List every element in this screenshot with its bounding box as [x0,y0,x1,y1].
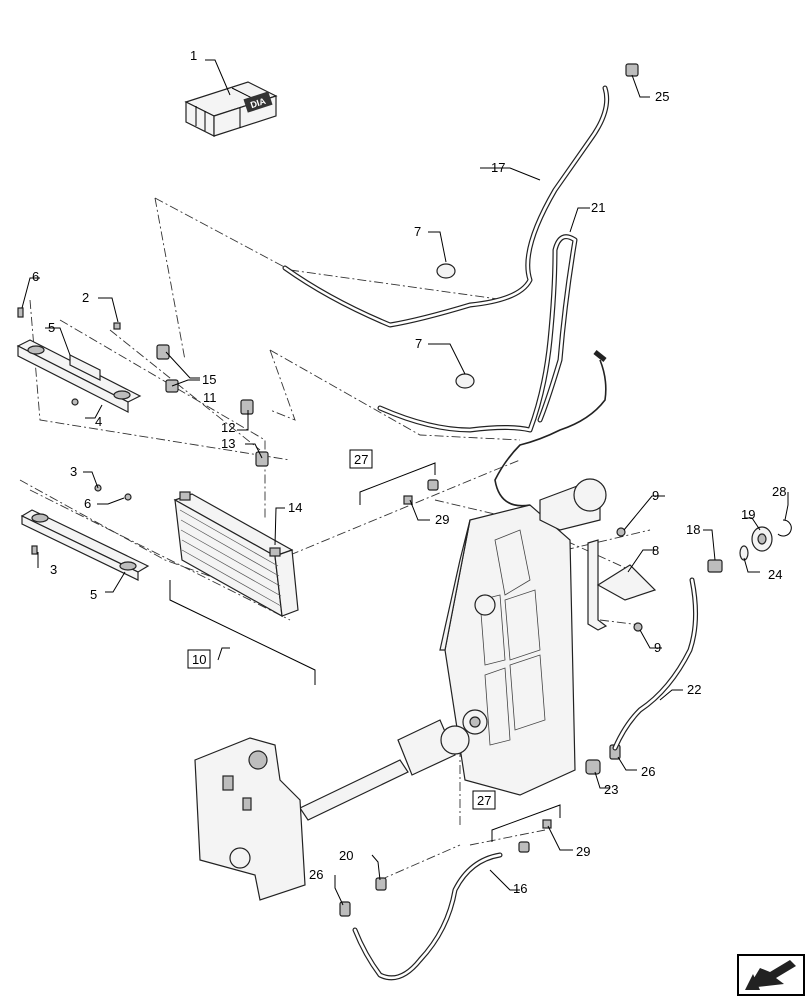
callout-c24: 24 [768,567,782,582]
fittings-cooler [156,344,269,467]
callout-c18: 18 [686,522,700,537]
bracket-plate-lower [20,509,150,581]
boxed-callout-27-lower: 27 [477,793,491,808]
callout-c29b: 29 [576,844,590,859]
callout-c7a: 7 [414,224,421,239]
callout-labels: 1233455667789911121314151617181920212223… [32,48,786,896]
callout-c9a: 9 [652,488,659,503]
callout-c8: 8 [652,543,659,558]
callout-c16: 16 [513,881,527,896]
callout-c19: 19 [741,507,755,522]
callout-c2: 2 [82,290,89,305]
callout-c13: 13 [221,436,235,451]
kit-crate-label: DIA [249,96,267,110]
callout-c25: 25 [655,89,669,104]
group-bracket-10 [169,580,316,685]
pto-shaft [299,478,607,821]
callout-c9b: 9 [654,640,661,655]
wire-harness [494,350,607,507]
boxed-callouts: 10 27 27 [187,449,496,810]
callout-c4: 4 [95,414,102,429]
callout-c6b: 6 [84,496,91,511]
alignment-lines [19,197,651,881]
callout-c14: 14 [288,500,302,515]
callout-c23: 23 [604,782,618,797]
callout-c26b: 26 [309,867,323,882]
kit-crate [184,81,278,137]
boxed-callout-10: 10 [192,652,206,667]
boxed-callout-27-upper: 27 [354,452,368,467]
callout-c15: 15 [202,372,216,387]
arrow-back-icon[interactable] [737,954,805,996]
callout-c1: 1 [190,48,197,63]
callout-c6a: 6 [32,269,39,284]
callout-c22: 22 [687,682,701,697]
leader-lines [21,59,789,906]
callout-c29a: 29 [435,512,449,527]
callout-c20: 20 [339,848,353,863]
support-bracket [587,539,657,631]
callout-c28: 28 [772,484,786,499]
callout-c3b: 3 [50,562,57,577]
callout-c5a: 5 [48,320,55,335]
bracket-plate-upper [16,339,142,413]
mounting-plate [194,737,306,901]
callout-c17: 17 [491,160,505,175]
hoses [282,85,699,981]
callout-c26a: 26 [641,764,655,779]
callout-c3a: 3 [70,464,77,479]
callout-c11: 11 [203,390,217,405]
oil-cooler [173,491,299,618]
callout-c12: 12 [221,420,235,435]
group-bracket-27-lower [491,804,561,842]
bolts [17,307,643,632]
callout-c21: 21 [591,200,605,215]
callout-c5b: 5 [90,587,97,602]
dia-logo [243,91,273,113]
group-bracket-27-upper [359,462,436,505]
callout-c7b: 7 [415,336,422,351]
